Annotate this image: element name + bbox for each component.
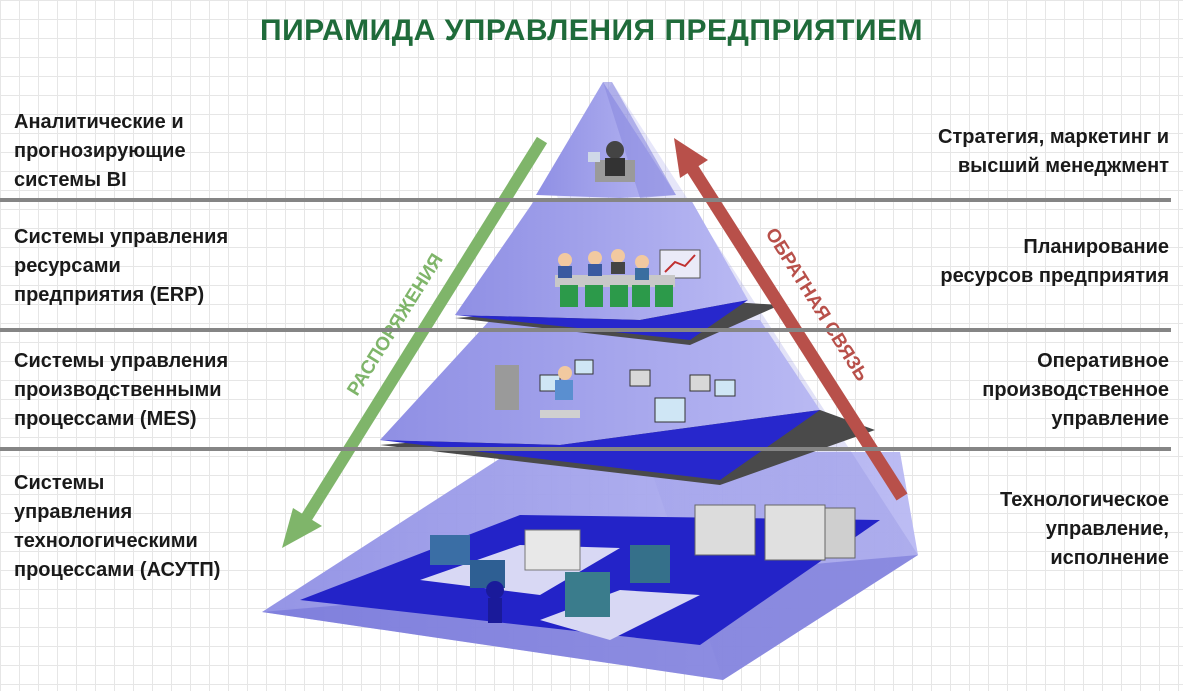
- level-3-function: Оперативное производственное управление: [982, 350, 1169, 430]
- level-4-system: Системы управления технологическими проц…: [14, 472, 221, 581]
- level-2-system: Системы управления ресурсами предприятия…: [14, 226, 229, 306]
- level-2-function: Планирование ресурсов предприятия: [940, 236, 1169, 287]
- level-separator: [0, 198, 1171, 202]
- level-4-function: Технологическое управление, исполнение: [1000, 489, 1169, 569]
- level-1-function: Стратегия, маркетинг и высший менеджмент: [938, 126, 1169, 177]
- level-separator: [0, 328, 1171, 332]
- level-1-system: Аналитические и прогнозирующие системы B…: [14, 111, 186, 191]
- level-separator: [0, 447, 1171, 451]
- page-title: ПИРАМИДА УПРАВЛЕНИЯ ПРЕДПРИЯТИЕМ: [260, 14, 923, 47]
- pyramid-tier-3: [380, 320, 820, 480]
- pyramid-tier-1: [536, 82, 676, 198]
- level-3-system: Системы управления производственными про…: [14, 350, 229, 430]
